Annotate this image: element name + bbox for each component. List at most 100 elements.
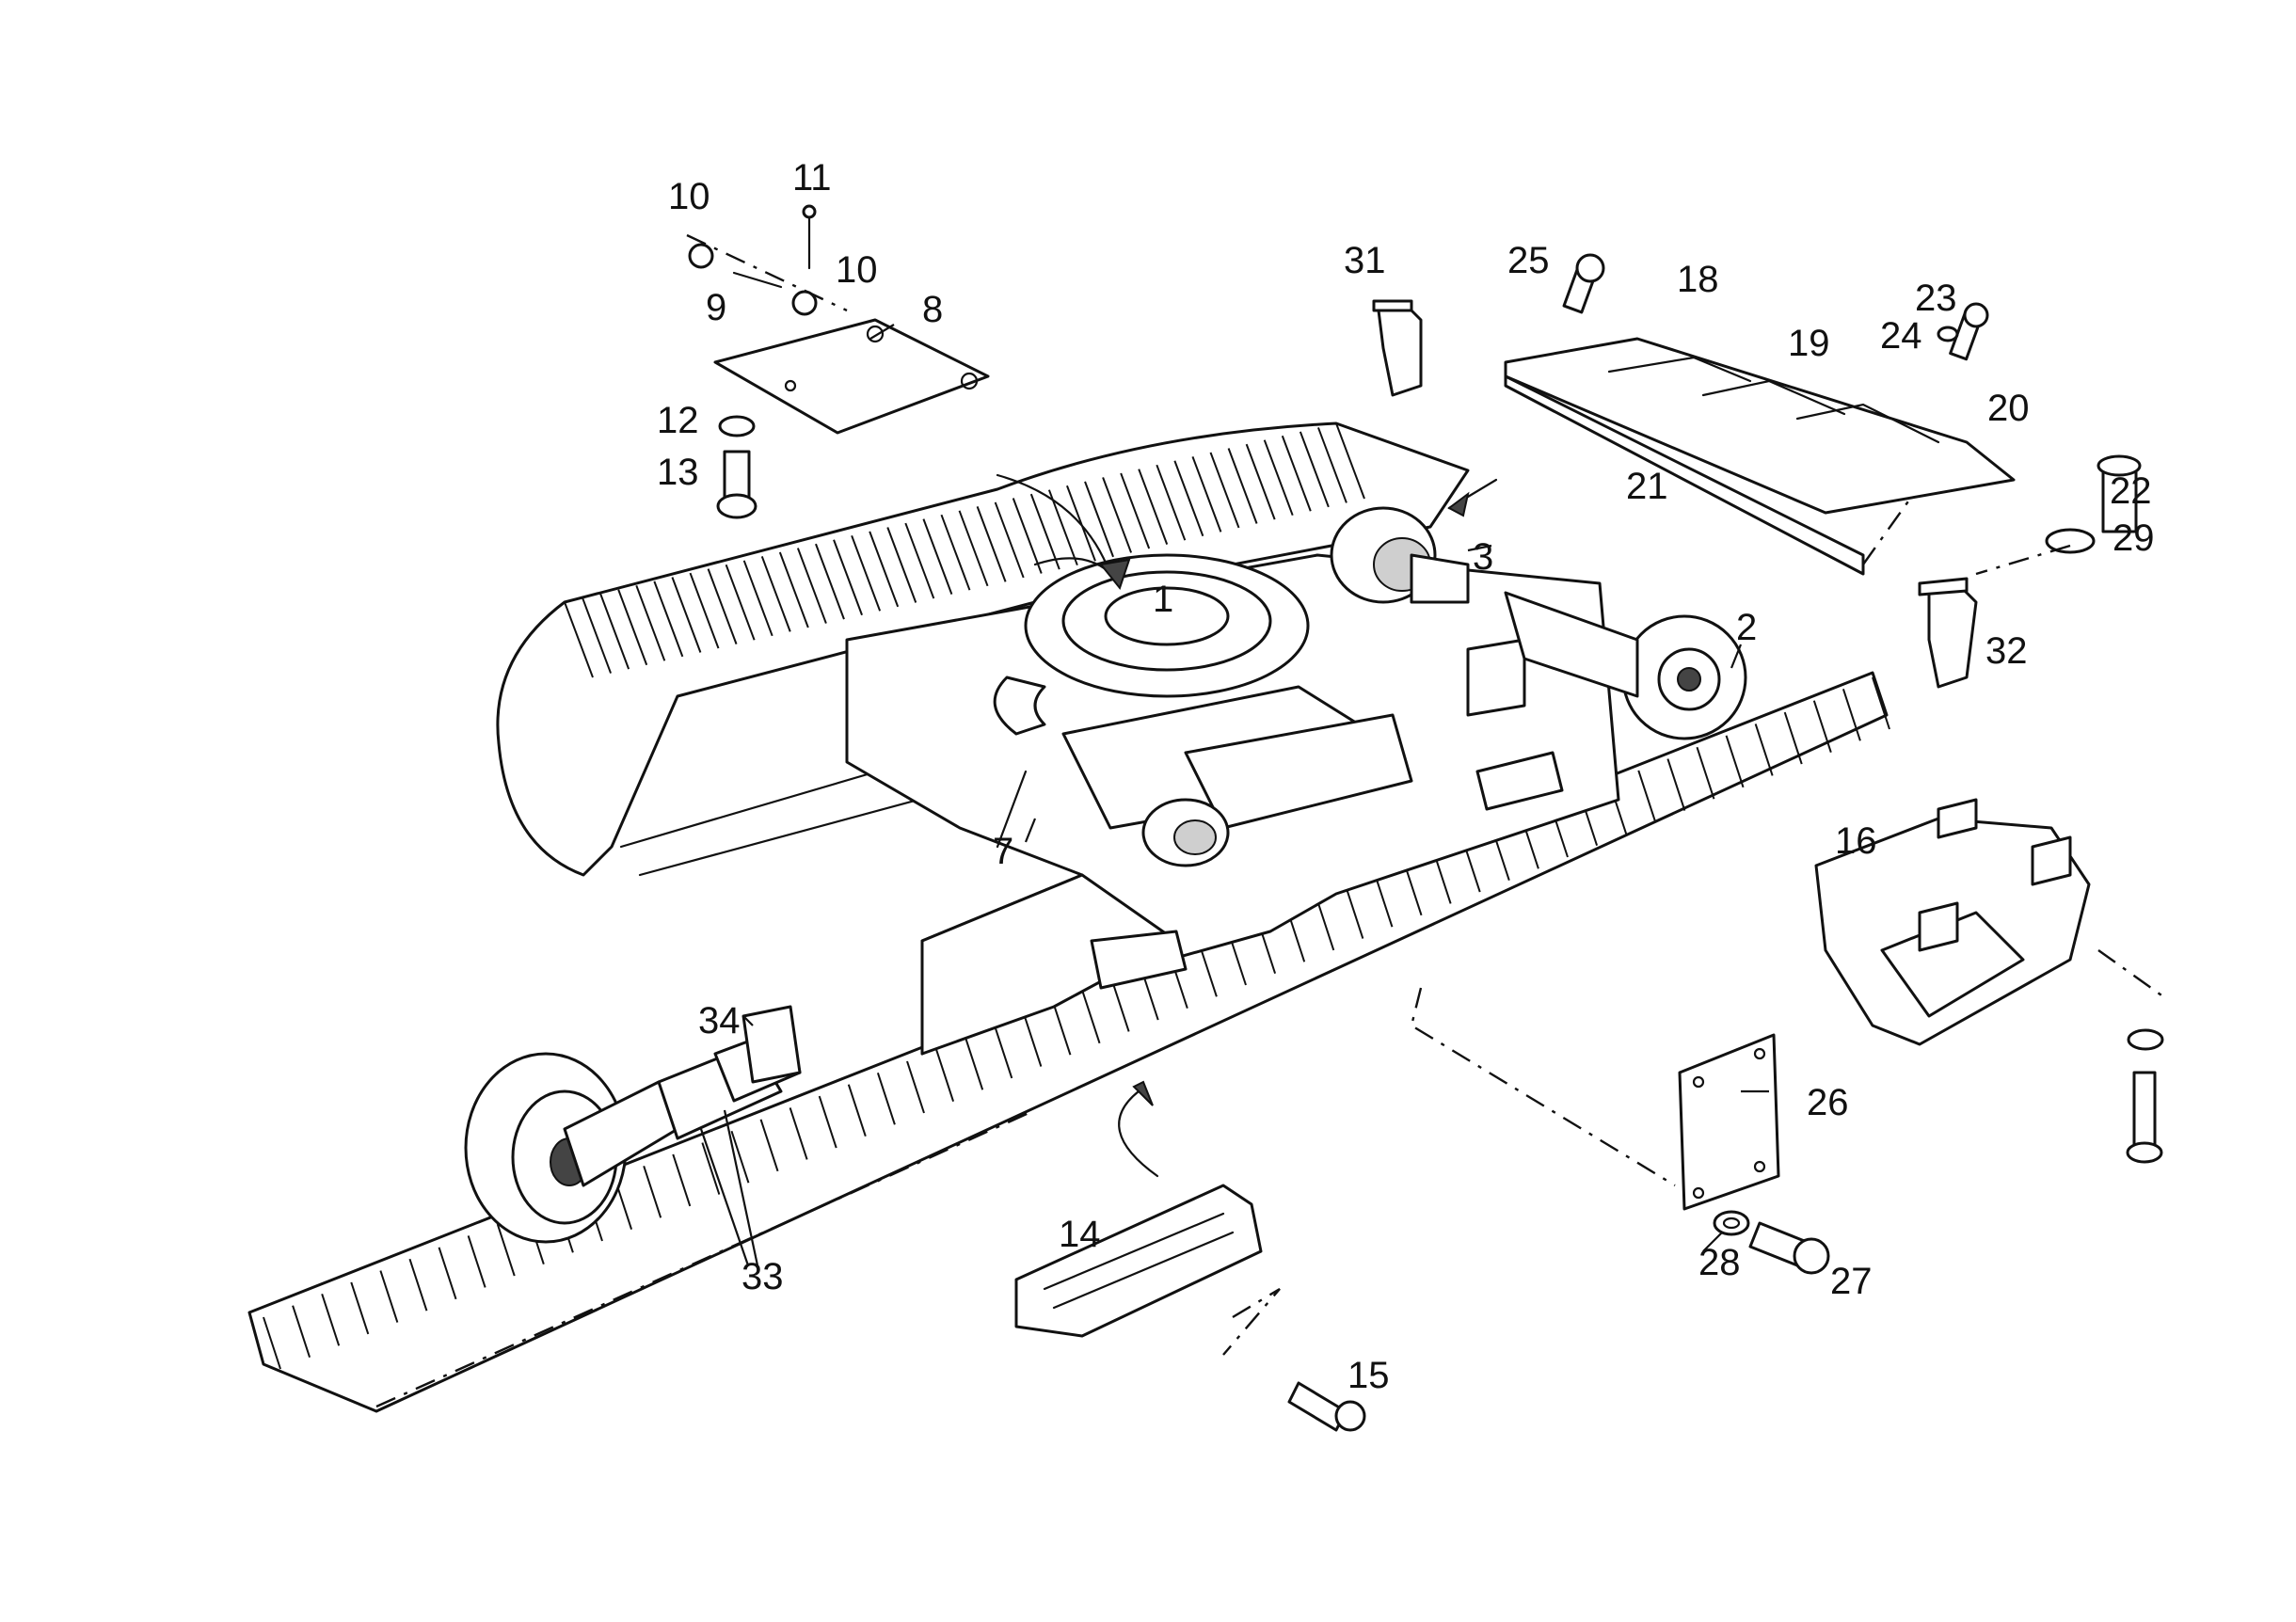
tread-line bbox=[1029, 493, 1060, 570]
tread-line bbox=[904, 522, 935, 599]
tread-line bbox=[1209, 452, 1240, 529]
tread-line bbox=[1156, 464, 1187, 541]
tread-line bbox=[689, 572, 720, 649]
tread-line bbox=[1245, 443, 1276, 520]
tread-line bbox=[671, 577, 702, 653]
track-link-line bbox=[965, 1037, 984, 1090]
callout-21: 21 bbox=[1626, 466, 1668, 507]
tread-line bbox=[564, 601, 594, 678]
callout-33: 33 bbox=[741, 1256, 784, 1297]
callout-11: 11 bbox=[792, 157, 832, 199]
callout-16: 16 bbox=[1835, 820, 1877, 862]
track-link-line bbox=[643, 1165, 662, 1218]
tread-line bbox=[833, 539, 863, 616]
callout-14: 14 bbox=[1059, 1214, 1101, 1255]
tread-line bbox=[940, 514, 971, 591]
bolts-23-25 bbox=[1562, 253, 1989, 361]
callout-1: 1 bbox=[1153, 579, 1173, 620]
track-link-line bbox=[759, 1119, 779, 1172]
track-tensioner bbox=[657, 1005, 802, 1140]
tread-line bbox=[617, 589, 648, 666]
track-link-line bbox=[263, 1316, 281, 1370]
tread-line bbox=[742, 560, 773, 637]
callout-10-left: 10 bbox=[668, 176, 710, 217]
callout-7: 7 bbox=[993, 831, 1013, 872]
track-link-line bbox=[321, 1293, 341, 1346]
cover-plate-26 bbox=[1410, 987, 1780, 1211]
callout-32: 32 bbox=[1985, 630, 2028, 672]
washer-28 bbox=[1713, 1210, 1750, 1236]
bolt-27 bbox=[1748, 1221, 1830, 1275]
tread-line bbox=[958, 510, 989, 587]
travel-motor bbox=[1330, 478, 1498, 604]
tread-line bbox=[1173, 460, 1204, 537]
tread-line bbox=[1012, 498, 1043, 574]
tread-line bbox=[1084, 481, 1114, 558]
callout-23: 23 bbox=[1915, 278, 1957, 319]
tread-line bbox=[796, 548, 827, 624]
callout-2: 2 bbox=[1736, 607, 1757, 648]
bracket-31 bbox=[1372, 299, 1423, 397]
track-link-line bbox=[1110, 979, 1130, 1032]
track-link-line bbox=[818, 1095, 837, 1149]
track-link-line bbox=[1725, 735, 1745, 788]
tread-line bbox=[599, 593, 630, 670]
track-link-line bbox=[847, 1084, 867, 1137]
track-link-line bbox=[1198, 945, 1218, 997]
track-link-line bbox=[1754, 724, 1774, 776]
callout-9: 9 bbox=[706, 287, 726, 328]
support-bracket-16 bbox=[1814, 798, 2165, 1046]
tread-line bbox=[1281, 435, 1312, 512]
tread-line bbox=[994, 501, 1025, 579]
track-link-line bbox=[1023, 1014, 1043, 1067]
callout-26: 26 bbox=[1807, 1082, 1849, 1123]
tread-line bbox=[582, 597, 613, 674]
tread-line bbox=[635, 584, 666, 661]
tread-line bbox=[653, 580, 684, 658]
tread-line bbox=[760, 556, 791, 632]
callout-15: 15 bbox=[1347, 1355, 1390, 1396]
callout-labels: 1 2 3 7 8 9 10 10 11 12 13 14 15 16 18 1… bbox=[657, 157, 2155, 1396]
track-link-line bbox=[1374, 874, 1394, 928]
track-link-line bbox=[379, 1270, 399, 1323]
hinge-pins bbox=[686, 204, 848, 316]
track-link-line bbox=[1081, 991, 1101, 1044]
track-link-line bbox=[1052, 1002, 1072, 1056]
tread-line bbox=[778, 551, 809, 628]
callout-12: 12 bbox=[657, 400, 699, 441]
track-link-line bbox=[730, 1130, 750, 1184]
bracket-32 bbox=[1918, 577, 1978, 689]
tread-line bbox=[976, 506, 1007, 582]
tread-line bbox=[1120, 472, 1151, 549]
track-link-line bbox=[1666, 758, 1686, 811]
track-link-line bbox=[467, 1235, 486, 1288]
callout-31: 31 bbox=[1344, 240, 1386, 281]
callout-19: 19 bbox=[1788, 323, 1830, 364]
callout-10-right: 10 bbox=[836, 249, 878, 291]
callout-34: 34 bbox=[698, 1000, 741, 1042]
track-link-line bbox=[876, 1073, 896, 1125]
bolt-15 bbox=[1287, 1381, 1366, 1432]
track-link-line bbox=[1345, 886, 1364, 939]
track-guide-14 bbox=[1014, 1080, 1281, 1356]
track-link-line bbox=[1315, 898, 1335, 951]
track-link-line bbox=[994, 1026, 1013, 1079]
bolt-22-29 bbox=[1975, 454, 2142, 576]
tread-line bbox=[886, 527, 917, 603]
track-link-line bbox=[672, 1153, 692, 1207]
track-link-line bbox=[292, 1305, 311, 1358]
tread-line bbox=[1263, 439, 1294, 517]
track-guard-plates bbox=[1504, 337, 2016, 576]
tread-line bbox=[1191, 455, 1222, 533]
callout-22: 22 bbox=[2110, 470, 2152, 512]
bolt-12-13 bbox=[716, 415, 757, 519]
tread-line bbox=[815, 543, 845, 620]
tread-line bbox=[1299, 431, 1330, 508]
callout-3: 3 bbox=[1473, 536, 1493, 578]
track-link-line bbox=[1872, 676, 1890, 730]
track-link-line bbox=[1812, 700, 1832, 754]
track-link-line bbox=[1403, 863, 1423, 916]
tread-line bbox=[1102, 477, 1133, 553]
tread-line bbox=[1316, 427, 1347, 503]
